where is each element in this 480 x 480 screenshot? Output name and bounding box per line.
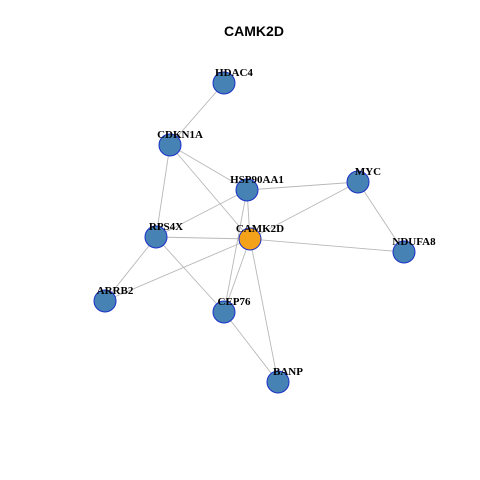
node-hsp90aa1 — [235, 178, 259, 202]
node-label-hsp90aa1: HSP90AA1 — [230, 174, 284, 186]
edge-cdkn1a-rps4x — [155, 144, 171, 238]
edge-myc-camk2d — [249, 181, 359, 240]
node-label-camk2d: CAMK2D — [236, 223, 284, 235]
node-label-hdac4: HDAC4 — [215, 67, 253, 79]
edge-rps4x-camk2d — [155, 236, 251, 240]
node-label-cep76: CEP76 — [218, 296, 252, 308]
diagram-title: CAMK2D — [224, 23, 284, 39]
node-label-ndufa8: NDUFA8 — [392, 236, 436, 248]
node-ndufa8 — [392, 240, 416, 264]
node-rps4x — [144, 225, 168, 249]
edge-hsp90aa1-cep76 — [223, 189, 248, 313]
node-cdkn1a — [158, 133, 182, 157]
node-label-arrb2: ARRB2 — [97, 285, 134, 297]
node-hdac4 — [212, 71, 236, 95]
edge-layer — [104, 82, 405, 383]
node-label-cdkn1a: CDKN1A — [157, 129, 203, 141]
node-cep76 — [212, 300, 236, 324]
edge-cep76-banp — [223, 311, 279, 383]
edge-hsp90aa1-rps4x — [155, 189, 248, 238]
edge-cdkn1a-camk2d — [169, 144, 251, 240]
edge-myc-ndufa8 — [357, 181, 405, 253]
edge-camk2d-ndufa8 — [249, 238, 405, 253]
edge-camk2d-arrb2 — [104, 238, 251, 302]
edge-rps4x-cep76 — [155, 236, 225, 313]
edge-hsp90aa1-myc — [246, 181, 359, 191]
edge-rps4x-arrb2 — [104, 236, 157, 302]
node-arrb2 — [93, 289, 117, 313]
edge-camk2d-cep76 — [223, 238, 251, 313]
edge-cdkn1a-hsp90aa1 — [169, 144, 248, 191]
node-banp — [266, 370, 290, 394]
edge-hdac4-cdkn1a — [169, 82, 225, 146]
node-label-banp: BANP — [273, 366, 303, 378]
edge-camk2d-banp — [249, 238, 279, 383]
node-label-rps4x: RPS4X — [149, 221, 183, 233]
node-label-myc: MYC — [355, 166, 381, 178]
node-myc — [346, 170, 370, 194]
node-camk2d — [238, 227, 262, 251]
node-layer — [93, 71, 416, 394]
